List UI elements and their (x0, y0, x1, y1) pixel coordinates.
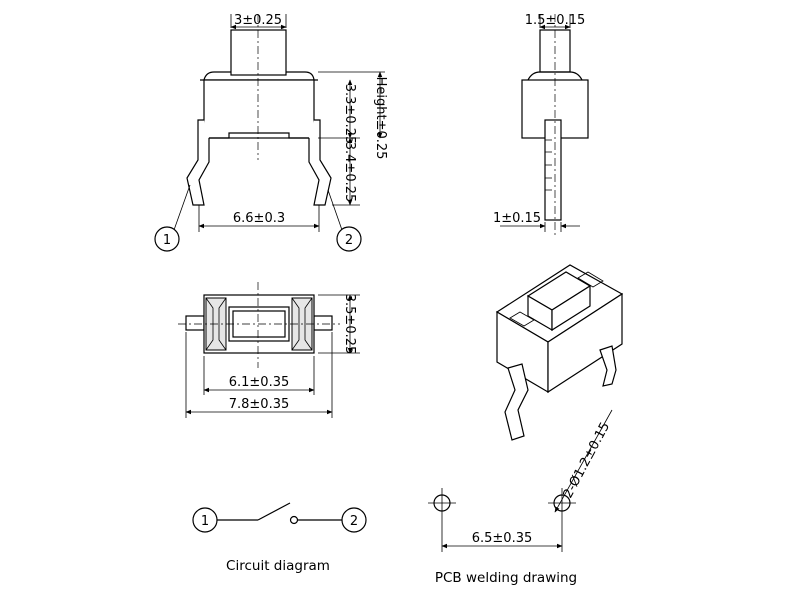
circuit-pin-2-label: 2 (350, 514, 358, 529)
dim-depth: 3.5±0.25 (342, 294, 357, 355)
pin-2-callout (336, 226, 362, 252)
isometric-view (495, 264, 624, 441)
top-pin-right (313, 315, 333, 331)
dim-total-height: Height±0.25 (373, 77, 388, 160)
dim-leg-thickness: 1±0.15 (493, 211, 541, 226)
dim-hole-diameter: 2-Ø1.2±0.15 (561, 420, 614, 501)
side-leg (544, 119, 562, 221)
dim-leg-height: 3.4±0.25 (342, 142, 357, 203)
left-leg (186, 119, 210, 206)
top-view: 3.5±0.25 6.1±0.35 7.8±0.35 (178, 282, 360, 418)
switch-lever (257, 502, 291, 521)
circuit-pin-2 (341, 507, 367, 533)
dim-total-length: 7.8±0.35 (229, 397, 290, 412)
pin-1-label: 1 (163, 233, 171, 248)
iso-leg-rear (599, 345, 617, 387)
dim-hole-spacing: 6.5±0.35 (472, 531, 533, 546)
pin-2-label: 2 (345, 233, 353, 248)
actuator (230, 29, 287, 76)
switch-contact (289, 515, 299, 525)
side-view: 1.5±0.15 1±0.15 (493, 13, 589, 235)
circuit-caption: Circuit diagram (226, 558, 330, 574)
dim-side-actuator: 1.5±0.15 (525, 13, 586, 28)
switch-body (203, 79, 315, 139)
pcb-caption: PCB welding drawing (435, 570, 577, 586)
dim-pin-spacing: 6.6±0.3 (233, 211, 285, 226)
circuit-diagram: 1 2 Circuit diagram (192, 502, 367, 574)
pin-1-callout (154, 226, 180, 252)
dim-body-height: 3.3±0.25 (342, 84, 357, 145)
iso-leg-front (504, 363, 529, 441)
top-pin-left (185, 315, 205, 331)
circuit-pin-1-label: 1 (201, 514, 209, 529)
dim-body-length: 6.1±0.35 (229, 375, 290, 390)
dim-actuator-width: 3±0.25 (234, 13, 282, 28)
right-leg (308, 119, 332, 206)
front-view: 3±0.25 3.3±0.25 3.4±0.25 Height±0.25 6.6… (154, 13, 388, 252)
